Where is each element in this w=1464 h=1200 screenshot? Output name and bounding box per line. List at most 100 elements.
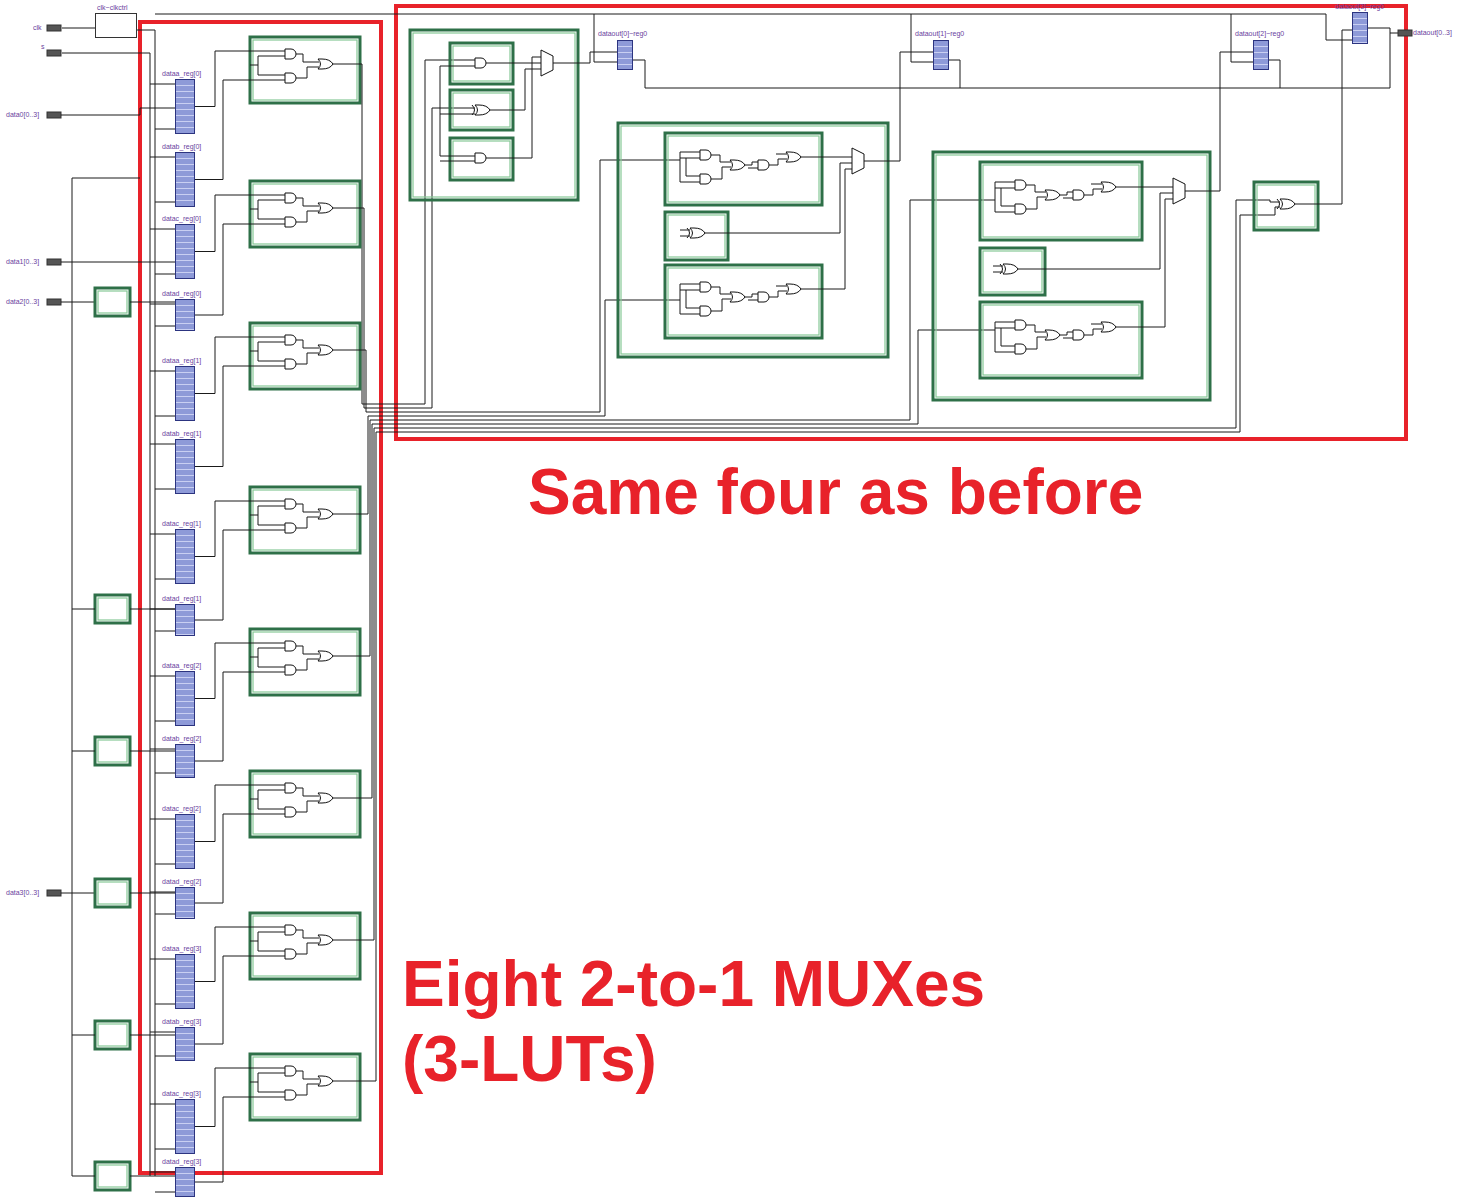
- register-body: [175, 152, 195, 207]
- wire: [155, 1056, 175, 1057]
- register-block: dataa_reg[2]: [162, 662, 204, 726]
- wire: [296, 646, 319, 654]
- lut-cell: [250, 181, 360, 247]
- and-gate: [285, 1066, 296, 1076]
- wire: [769, 291, 787, 297]
- wire: [364, 108, 475, 408]
- wire: [296, 659, 319, 670]
- lut-cell-inner: [668, 268, 819, 335]
- lut-cell: [450, 138, 513, 180]
- wire: [296, 1071, 319, 1079]
- wire: [1368, 28, 1398, 33]
- wire: [195, 530, 240, 620]
- wire: [240, 366, 285, 367]
- lut-cell: [250, 37, 360, 103]
- lut-cell: [250, 323, 360, 389]
- wire: [1091, 324, 1102, 325]
- wire: [72, 1035, 95, 1036]
- lut-cell-inner: [98, 1024, 127, 1046]
- wire: [1060, 192, 1073, 195]
- wire: [911, 14, 933, 62]
- or-gate: [730, 160, 745, 170]
- wire: [374, 200, 1270, 428]
- and-gate: [758, 292, 769, 302]
- and-gate: [1073, 330, 1084, 340]
- register-body: [175, 366, 195, 421]
- and-gate: [285, 925, 296, 935]
- register-name: datac_reg[3]: [162, 1090, 203, 1098]
- register-body: [175, 299, 195, 331]
- wire: [949, 60, 960, 88]
- wire: [776, 154, 787, 155]
- lut-cell-inner: [621, 126, 885, 354]
- register-name: dataa_reg[0]: [162, 70, 204, 78]
- wire: [1125, 199, 1173, 327]
- wire: [1001, 188, 1015, 206]
- wire: [486, 63, 541, 64]
- wire: [995, 322, 1015, 352]
- and-gate: [700, 174, 711, 184]
- wire: [150, 371, 175, 372]
- wire: [296, 353, 319, 364]
- wire: [130, 893, 175, 894]
- register-body: [175, 604, 195, 636]
- and-gate: [285, 359, 296, 369]
- and-gate: [285, 807, 296, 817]
- register-block: datab_reg[3]: [162, 1018, 204, 1061]
- wire: [195, 927, 240, 982]
- register-name: datac_reg[2]: [162, 805, 203, 813]
- or-gate: [318, 1076, 333, 1086]
- wire: [296, 504, 319, 512]
- register-body: [175, 79, 195, 134]
- wire: [1026, 337, 1046, 349]
- lut-cell-inner: [98, 882, 127, 904]
- wire: [195, 80, 240, 180]
- lut-cell: [665, 265, 822, 338]
- register-block: dataa_reg[0]: [162, 70, 204, 134]
- wire: [372, 330, 995, 424]
- or-gate: [318, 203, 333, 213]
- or-gate: [318, 509, 333, 519]
- wire: [195, 956, 240, 1044]
- wire: [250, 657, 258, 658]
- mux-symbol: [852, 148, 864, 174]
- wire: [745, 162, 758, 165]
- wire: [810, 157, 852, 158]
- wire: [680, 284, 700, 285]
- wire: [195, 814, 240, 903]
- wire: [195, 51, 240, 107]
- wire: [680, 158, 700, 159]
- and-gate: [475, 153, 486, 163]
- wire: [258, 648, 285, 649]
- or-gate: [1045, 330, 1060, 340]
- wire: [1026, 325, 1046, 332]
- or-gate: [1280, 199, 1295, 209]
- port-name: s: [41, 43, 45, 51]
- lut-cell: [410, 30, 578, 200]
- wire: [366, 160, 680, 412]
- lut-cell: [980, 248, 1045, 295]
- wire: [995, 182, 1015, 183]
- wire: [195, 224, 240, 315]
- or-gate: [690, 228, 705, 238]
- wire: [810, 169, 852, 289]
- register-block: datac_reg[0]: [162, 215, 203, 279]
- wire: [155, 416, 175, 417]
- wire: [155, 202, 175, 203]
- register-body: [175, 887, 195, 919]
- and-gate: [700, 282, 711, 292]
- wire: [195, 195, 240, 252]
- wire: [240, 530, 285, 531]
- register-name: dataa_reg[3]: [162, 945, 204, 953]
- wire: [333, 424, 372, 798]
- wire: [362, 60, 475, 404]
- register-block: datac_reg[1]: [162, 520, 203, 584]
- wire: [1018, 193, 1173, 269]
- wire: [150, 1032, 175, 1033]
- wire: [486, 57, 541, 158]
- or-gate: [1003, 264, 1018, 274]
- register-body: [175, 439, 195, 494]
- and-gate: [285, 335, 296, 345]
- wire: [130, 609, 175, 610]
- wire: [240, 1097, 285, 1098]
